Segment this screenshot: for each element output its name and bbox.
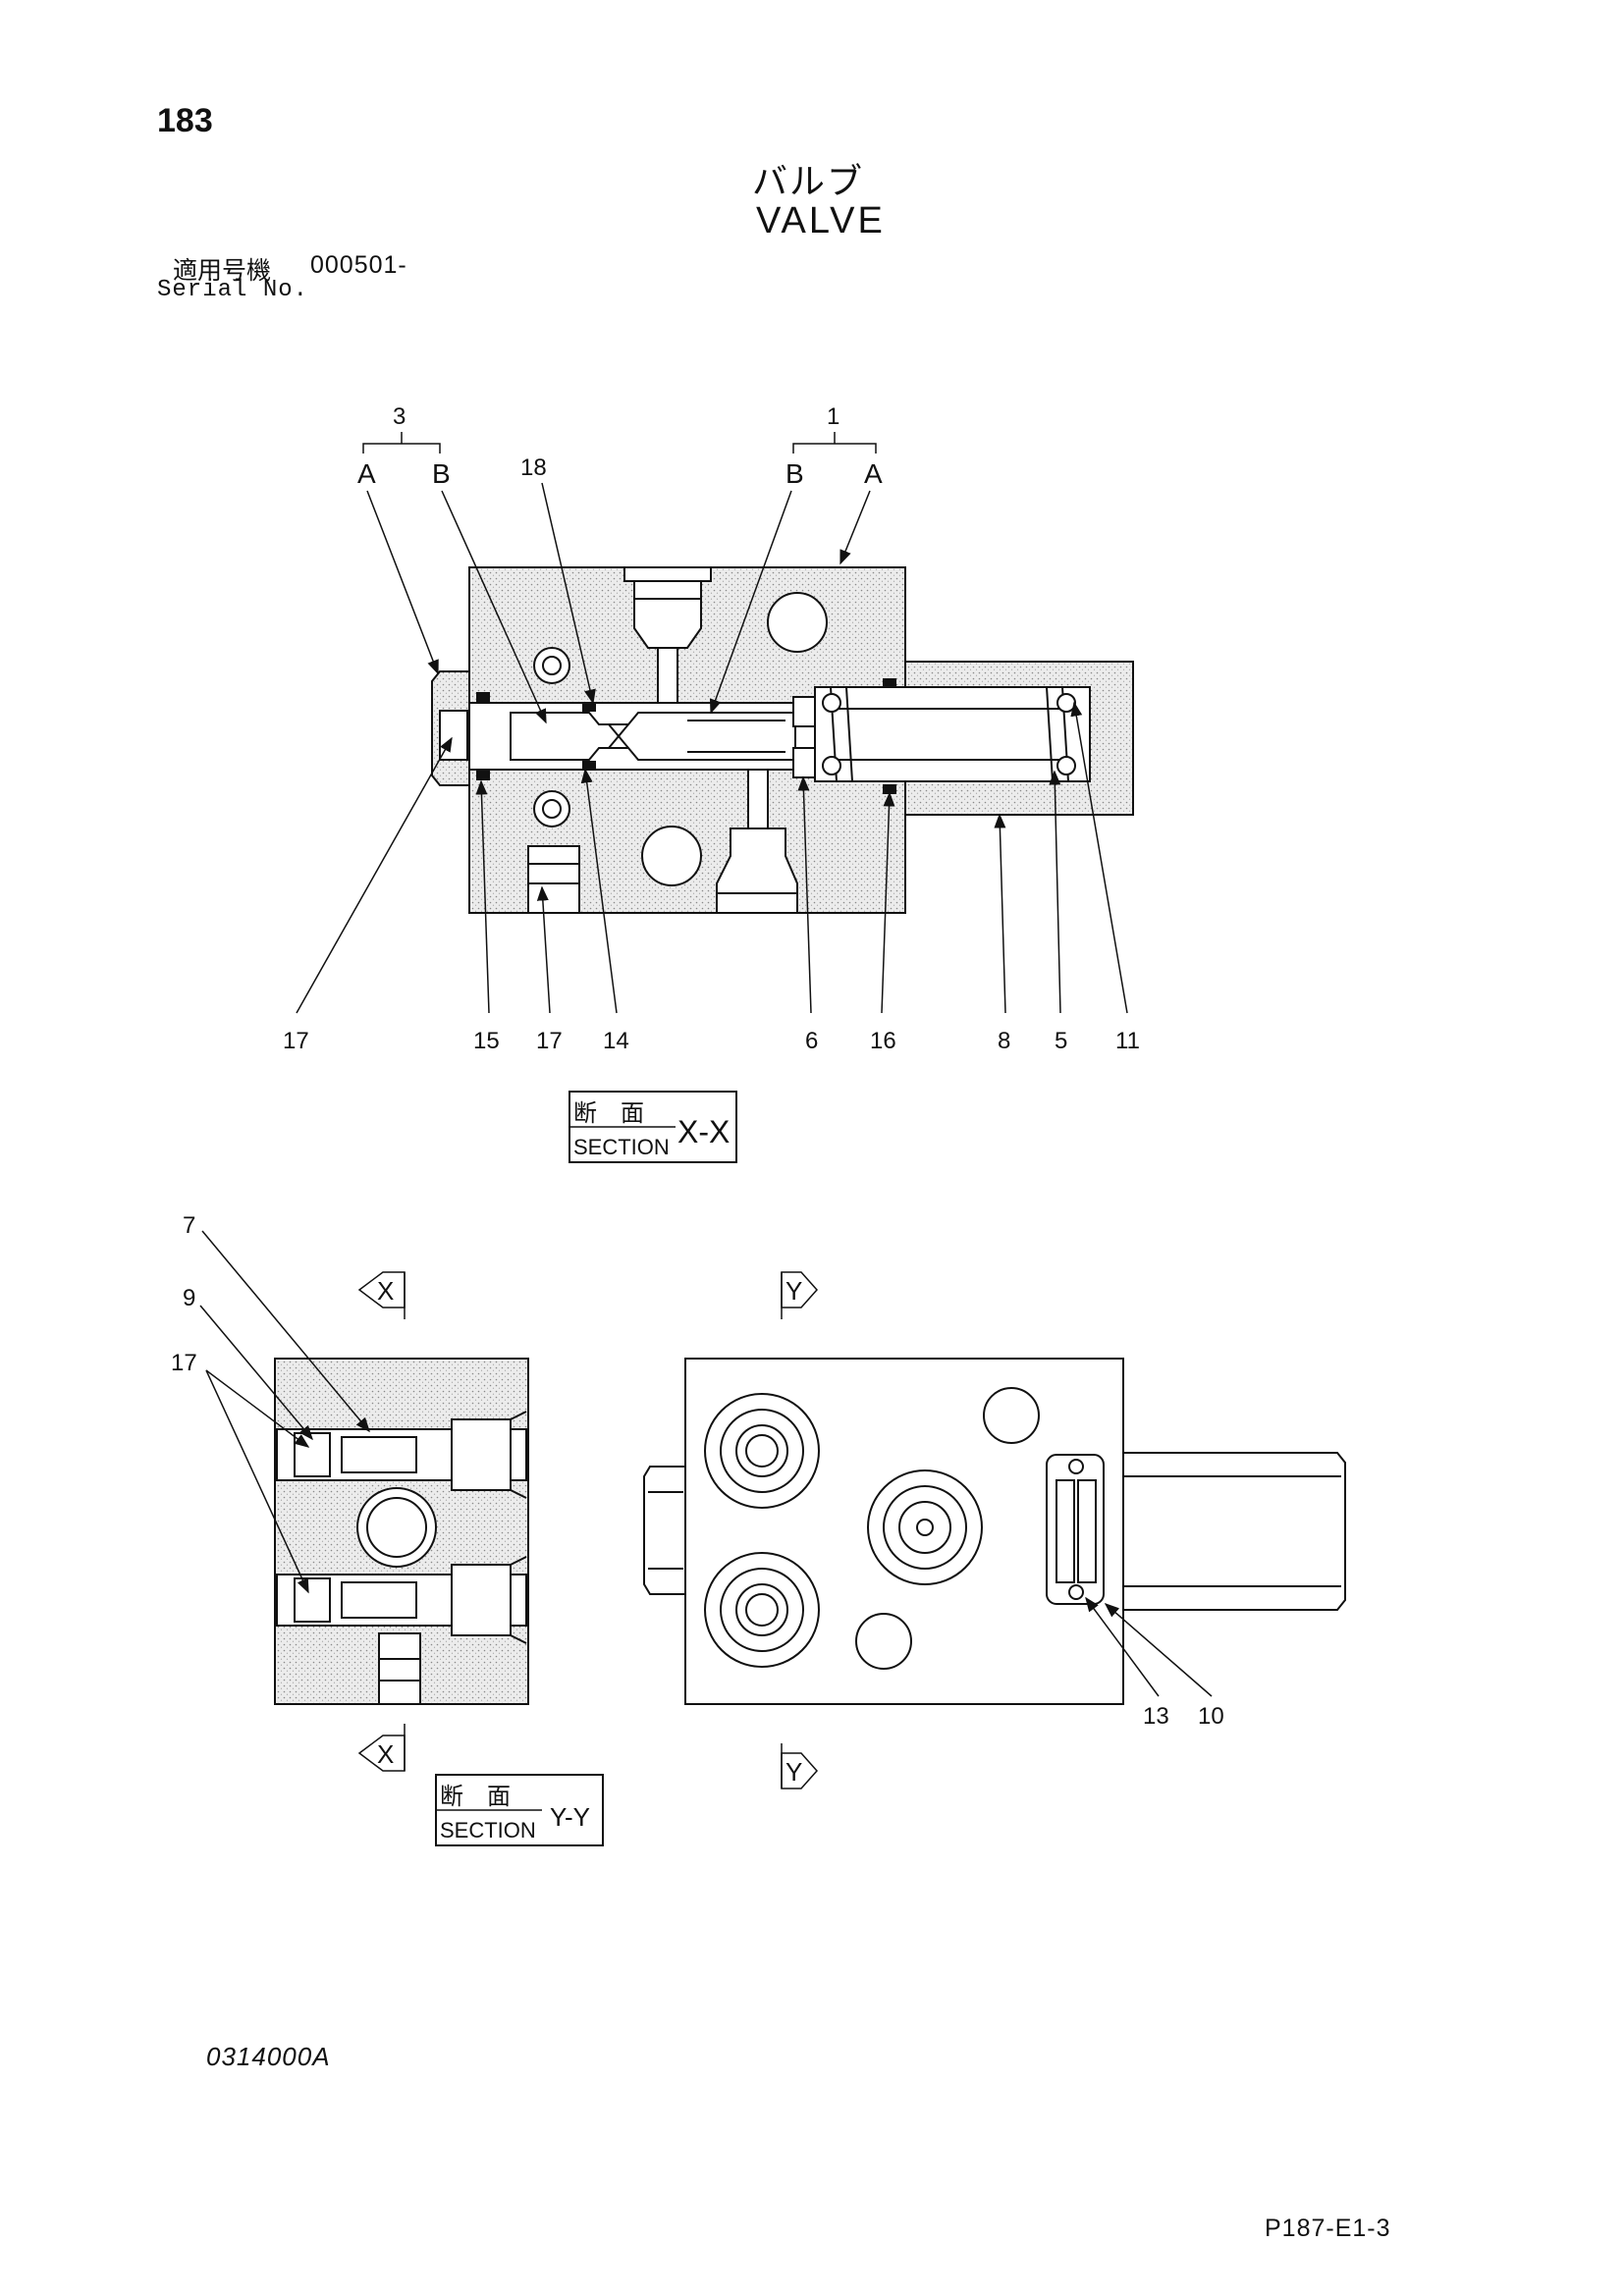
callout-14: 14 [603,1028,629,1054]
title-japanese: バルブ [752,161,865,201]
section-yy-leaders [199,1230,370,1594]
port-label-a-right: A [864,458,883,489]
callout-9: 9 [183,1285,195,1311]
section-x-arrow-top [357,1271,406,1319]
drawing-code: 0314000A [206,2042,331,2071]
section-xx-label-box: 断 面 SECTION X-X [568,1091,737,1163]
section-xx-id: X-X [677,1114,730,1149]
callout-11: 11 [1115,1028,1140,1054]
section-yy-label-box: 断 面 SECTION Y-Y [435,1774,604,1846]
section-y-arrow-top-label: Y [785,1276,802,1306]
port-lower-left [704,1552,820,1668]
hole-lower-middle [855,1613,912,1670]
callout-18: 18 [520,454,547,481]
bottom-port [716,828,798,914]
callout-17-mid: 17 [536,1028,563,1054]
callout-16: 16 [870,1028,896,1054]
upper-hole [767,592,828,653]
section-yy-id: Y-Y [550,1802,590,1832]
title-english: VALVE [756,200,886,241]
section-x-arrow-bottom [357,1724,406,1772]
o-ring [476,692,490,702]
callout-5: 5 [1055,1028,1067,1054]
callout-10: 10 [1198,1703,1224,1730]
section-xx-jp: 断 面 [573,1100,644,1127]
bottom-screw [527,845,580,914]
section-xx-leaders [296,482,1128,1014]
section-y-arrow-bottom [781,1743,819,1789]
spring [830,686,1069,782]
assembly-3-bracket [362,432,441,454]
serial-number-value: 000501- [310,251,407,279]
yy-bottom-screw [378,1632,421,1705]
callout-6: 6 [805,1028,818,1054]
section-y-arrow-bottom-label: Y [785,1757,802,1787]
top-port [623,566,712,582]
callout-8: 8 [998,1028,1010,1054]
port-center [867,1469,983,1585]
external-view-leaders [1085,1596,1213,1697]
callout-15: 15 [473,1028,500,1054]
section-y-arrow-top [781,1271,819,1319]
spring-bore [814,686,1091,782]
port-label-b-right: B [785,458,804,489]
section-yy-jp: 断 面 [440,1784,511,1810]
callout-13: 13 [1143,1703,1169,1730]
section-x-arrow-bottom-label: X [377,1739,394,1769]
page-reference: P187-E1-3 [1265,2215,1391,2242]
section-xx-drawing [431,566,1134,914]
yy-center-port [356,1487,437,1568]
assembly-1-bracket [792,432,877,454]
section-xx-en: SECTION [573,1135,670,1159]
assembly-label-1: 1 [827,403,839,430]
callout-17-yy: 17 [171,1350,197,1376]
port-label-b-left: B [432,458,451,489]
section-x-arrow-top-label: X [377,1276,394,1306]
serial-label-japanese: 適用号機 [173,257,272,285]
external-right-housing [1122,1452,1346,1611]
assembly-label-3: 3 [393,403,406,430]
callout-17-left: 17 [283,1028,309,1054]
callout-7: 7 [183,1212,195,1239]
external-view-drawing [643,1358,1346,1705]
hole-upper-right [983,1387,1040,1444]
external-left-nut [643,1466,686,1595]
port-label-a-left: A [357,458,376,489]
port-upper-left [704,1393,820,1509]
serial-label-english: Serial No. [157,277,309,303]
lower-hole [641,826,702,886]
page-number: 183 [157,102,213,139]
section-yy-en: SECTION [440,1818,536,1842]
section-yy-drawing [274,1358,529,1705]
